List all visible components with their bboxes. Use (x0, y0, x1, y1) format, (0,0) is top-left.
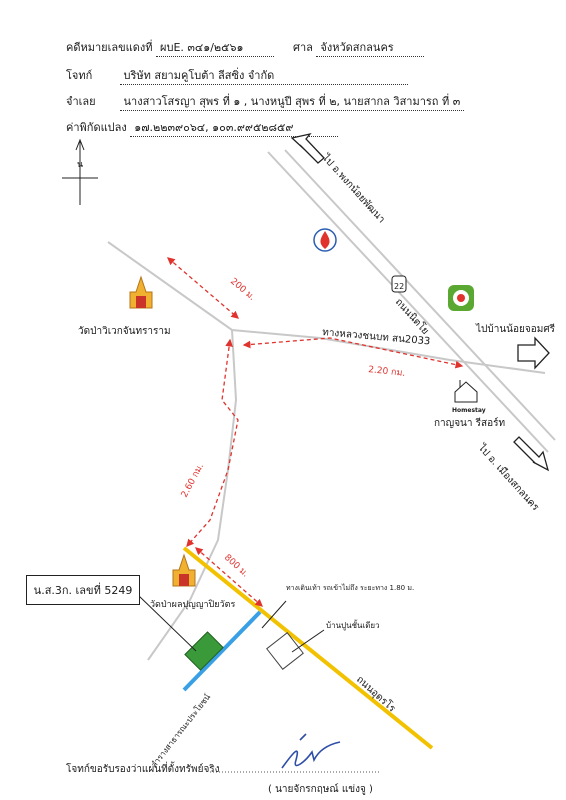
plaintiff-name: บริษัท สยามคูโบต้า ลีสซิ่ง จำกัด (119, 66, 408, 85)
label-house: บ้านปูนชั้นเดียว (326, 619, 380, 631)
coords-value: ๑๗.๒๒๓๙๐๖๔, ๑๐๓.๙๙๕๒๘๕๙ (130, 118, 339, 137)
case-number: ผบE. ๓๔๑/๒๕๖๑ (156, 38, 275, 57)
temple-2-icon (172, 553, 196, 587)
label-walkway: ทางเดินเท้า รถเข้าไม่ถึง ระยะทาง 1.80 ม. (286, 583, 414, 592)
court-name: จังหวัดสกลนคร (316, 38, 425, 57)
label-to-phon: ไป อ.พงกน้อยพัฒนา (319, 151, 388, 225)
distance-lines (167, 257, 464, 607)
plaintiff-label: โจทก์ (66, 69, 93, 82)
homestay-text: Homestay (452, 407, 486, 414)
arrow-to-ban-noi-icon (517, 336, 550, 370)
signer-name: ( นายจักรกฤษณ์ แข่งจู ) (268, 784, 373, 795)
north-label: น (77, 160, 83, 170)
homestay-icon (454, 380, 478, 403)
defendant-label: จำเลย (66, 95, 96, 108)
label-wat-pa: วัดป่าวิเวกจันทราราม (78, 326, 171, 337)
certify-text: โจทก์ขอรับรองว่าแผนที่ตั้งทรัพย์จริง (66, 764, 220, 775)
land-plot (184, 631, 224, 671)
coords-line: ค่าพิกัดแปลง ๑๗.๒๒๓๙๐๖๔, ๑๐๓.๙๙๕๒๘๕๙ (66, 118, 339, 137)
label-800m: 800 ม. (222, 553, 250, 580)
house-marker (266, 632, 304, 670)
north-arrow-icon (62, 138, 98, 205)
label-260km: 2.60 กม. (180, 462, 206, 500)
canal-label: ลำรางสาธารณะประโยชน์ (149, 691, 213, 769)
label-highway: ทางหลวงชนบท สน2033 (322, 327, 431, 347)
defendant-line: จำเลย นางสาวโสรญา สุพร ที่ ๑ , นางหนูปี … (66, 92, 465, 111)
plaintiff-line: โจทก์ บริษัท สยามคูโบต้า ลีสซิ่ง จำกัด (66, 66, 408, 85)
court-label: ศาล (293, 41, 313, 54)
plot-label: น.ส.3ก. เลขที่ 5249 (33, 584, 133, 597)
coords-label: ค่าพิกัดแปลง (66, 121, 127, 134)
label-wat-pha: วัดป่าผลปุญญาปิยวัตร (150, 599, 235, 610)
route-22-shield-icon (391, 275, 407, 293)
arrow-to-mueang-icon (513, 436, 550, 472)
case-line: คดีหมายเลขแดงที่ ผบE. ๓๔๑/๒๕๖๑ ศาล จังหว… (66, 38, 425, 57)
gas-station-icon (313, 228, 337, 252)
label-road-udon: ถนนอุดรโร (354, 673, 399, 715)
signature (281, 733, 341, 769)
label-to-ban-noi: ไปบ้านน้อยจอมศรี (475, 323, 556, 335)
road-nittayo (267, 149, 556, 453)
arrow-to-phon-icon (290, 132, 325, 164)
canal-line (182, 610, 262, 692)
label-resort: กาญจนา รีสอร์ท (434, 417, 505, 429)
defendant-names: นางสาวโสรญา สุพร ที่ ๑ , นางหนูปี สุพร ท… (119, 92, 465, 111)
case-label: คดีหมายเลขแดงที่ (66, 41, 153, 54)
plot-callout: น.ส.3ก. เลขที่ 5249 (26, 575, 140, 605)
station-logo-icon (448, 285, 474, 311)
temple-icon (129, 275, 153, 309)
label-200m: 200 ม. (228, 277, 257, 303)
route-22-label: 22 (394, 282, 404, 291)
label-220km: 2.20 กม. (368, 365, 406, 379)
